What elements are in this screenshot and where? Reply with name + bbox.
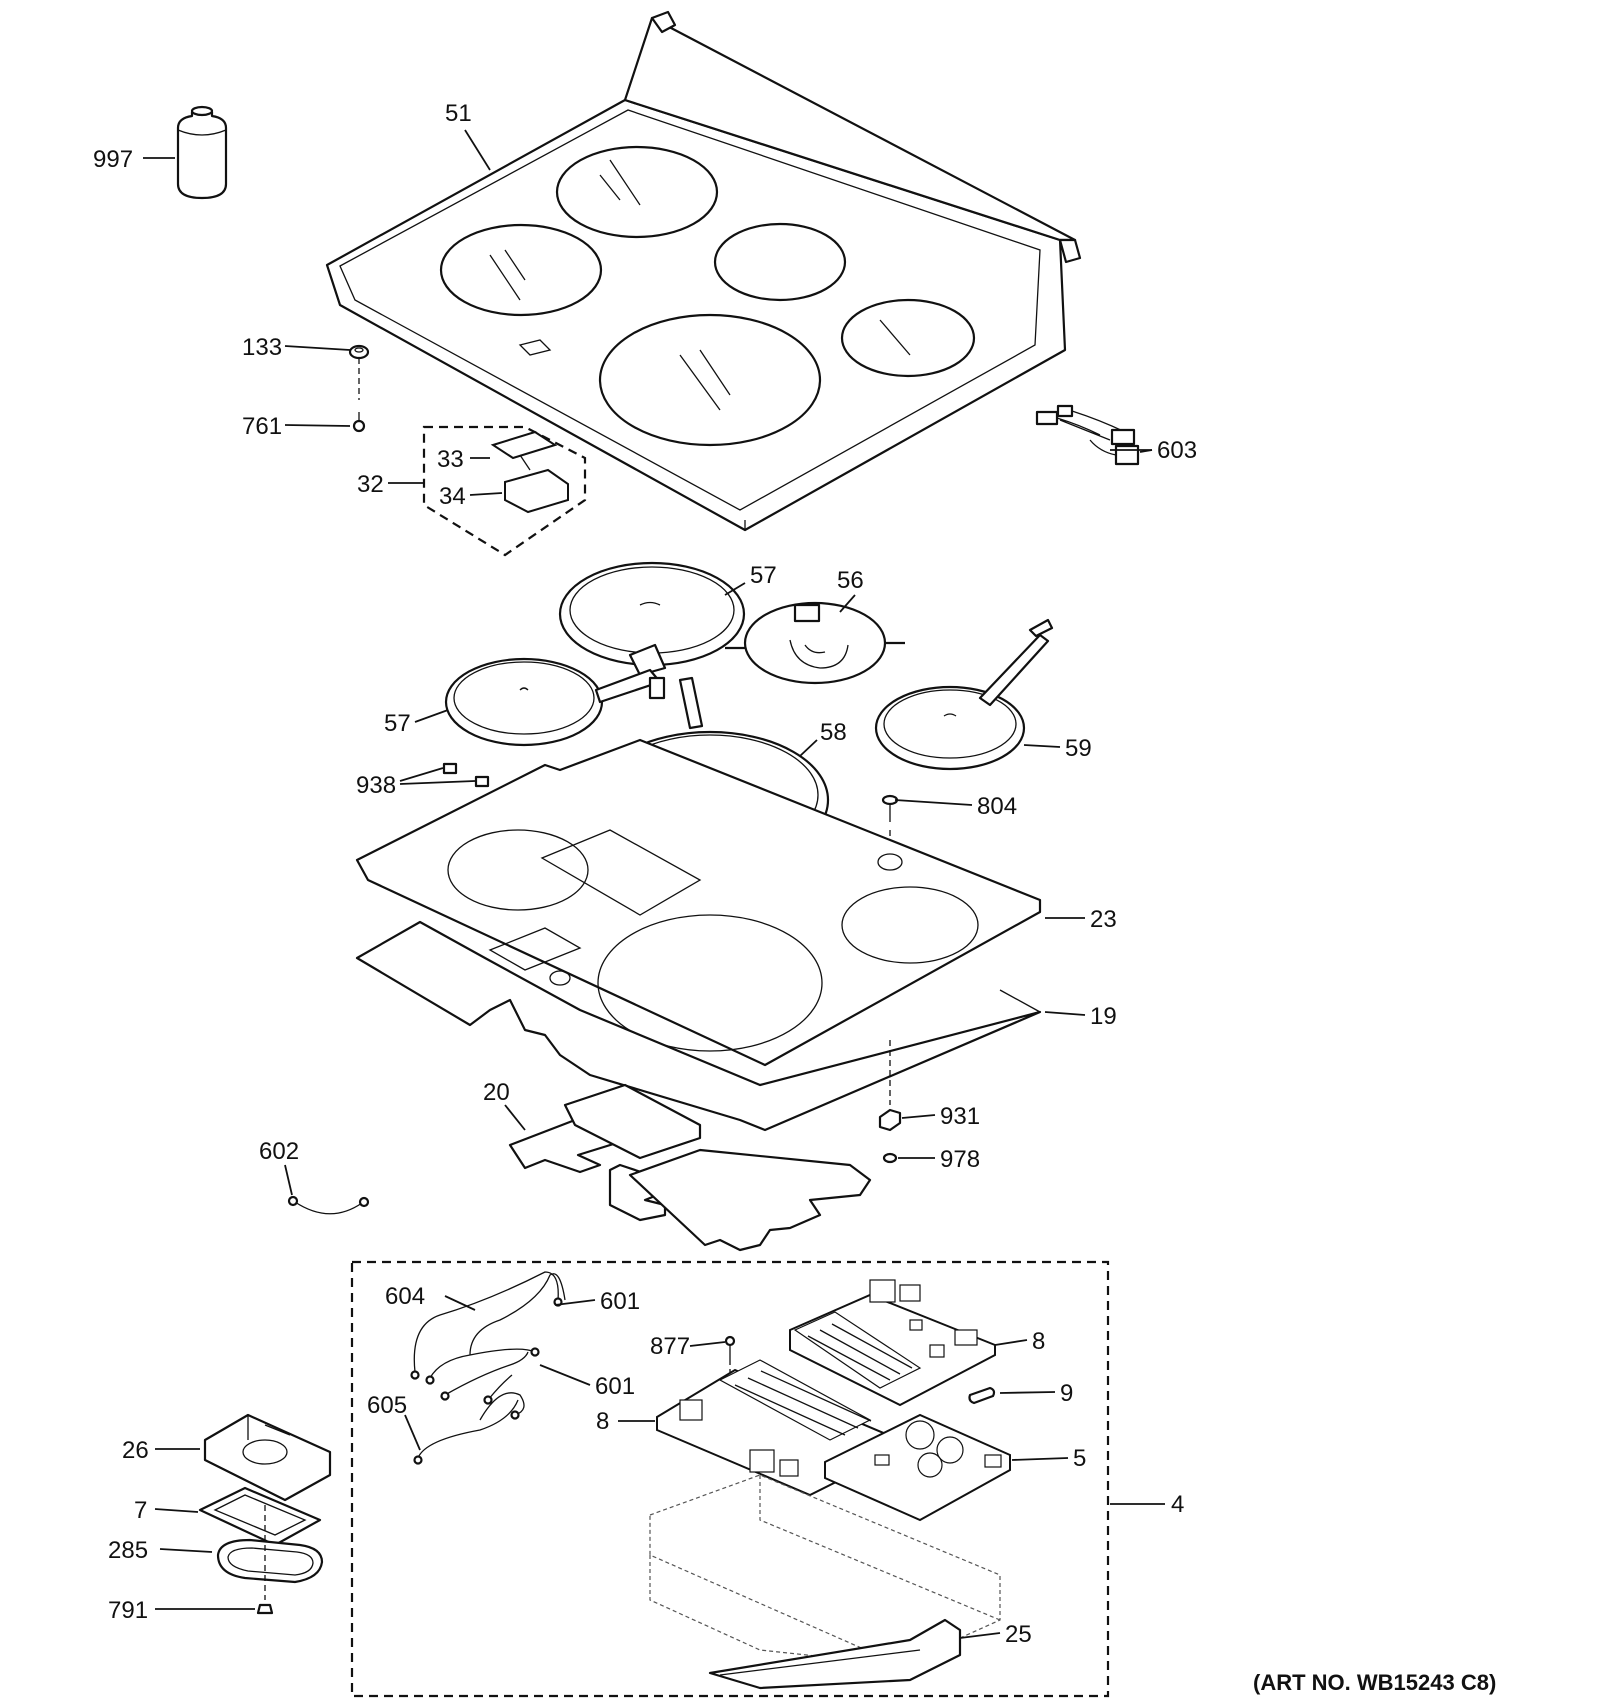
part-4-assembly-boundary [350,1260,1110,1698]
part-285-fan-ring [216,1505,324,1600]
callout-59: 59 [1065,735,1092,762]
callout-labels: 997 51 133 761 33 32 34 603 57 56 57 58 … [93,100,1197,1648]
part-57-surface-unit-front-left [444,657,666,747]
part-56-surface-unit-warming [725,601,905,685]
part-7-fan-gasket [198,1486,322,1547]
part-604-601-605-wires [410,1271,566,1465]
part-603-wire-harness [1035,404,1140,466]
callout-602: 602 [259,1138,299,1165]
callout-938: 938 [356,772,396,799]
part-51-glass-cooktop [325,10,1082,532]
part-19-insulation [355,920,1042,1132]
callout-34: 34 [439,483,466,510]
callout-601-upper: 601 [600,1288,640,1315]
callout-8-lower: 8 [596,1408,609,1435]
callout-603: 603 [1157,437,1197,464]
part-32-control-assembly [422,425,587,557]
assembly-ghost-chassis [649,1474,1001,1666]
part-133-grommet [348,344,370,400]
callout-19: 19 [1090,1003,1117,1030]
part-23-burner-box [355,738,1042,1067]
part-33-circuit-board [490,430,558,460]
callout-57-rear: 57 [750,562,777,589]
part-791-screw [256,1603,274,1615]
part-761-screw [352,412,366,433]
part-931-nut [878,1040,902,1132]
callout-804: 804 [977,793,1017,820]
part-9-fuse [968,1386,996,1405]
part-34-housing [504,468,569,514]
callout-285: 285 [108,1537,148,1564]
callout-57-front: 57 [384,710,411,737]
part-5-power-board [824,1413,1011,1522]
callout-601-lower: 601 [595,1373,635,1400]
callout-25: 25 [1005,1621,1032,1648]
callout-32: 32 [357,471,384,498]
callout-20: 20 [483,1079,510,1106]
callout-877: 877 [650,1333,690,1360]
callout-26: 26 [122,1437,149,1464]
art-number: (ART NO. WB15243 C8) [1253,1670,1496,1695]
part-25-cover [708,1618,962,1690]
callout-605: 605 [367,1392,407,1419]
part-602-jumper-wire [287,1195,370,1215]
callout-51: 51 [445,100,472,127]
leader-lines [143,129,1165,1639]
part-997-cleaner-bottle [176,105,228,200]
part-877-screw [724,1335,736,1380]
callout-791: 791 [108,1597,148,1624]
callout-58: 58 [820,719,847,746]
callout-761: 761 [242,413,282,440]
callout-997: 997 [93,146,133,173]
part-20-insulation-pieces [508,1083,872,1252]
callout-978: 978 [940,1146,980,1173]
part-26-fan-motor [203,1413,332,1502]
callout-23: 23 [1090,906,1117,933]
part-938-clips [442,762,490,788]
part-59-surface-unit-right-front [874,618,1054,771]
callout-7: 7 [134,1497,147,1524]
callout-5: 5 [1073,1445,1086,1472]
callout-133: 133 [242,334,282,361]
part-978-spacer [882,1152,898,1164]
part-57-surface-unit-rear-left [558,561,746,677]
callout-604: 604 [385,1283,425,1310]
callout-33: 33 [437,446,464,473]
callout-56: 56 [837,567,864,594]
callout-931: 931 [940,1103,980,1130]
part-8-control-board-upper [789,1279,996,1407]
callout-4: 4 [1171,1491,1184,1518]
callout-8-upper: 8 [1032,1328,1045,1355]
callout-9: 9 [1060,1380,1073,1407]
